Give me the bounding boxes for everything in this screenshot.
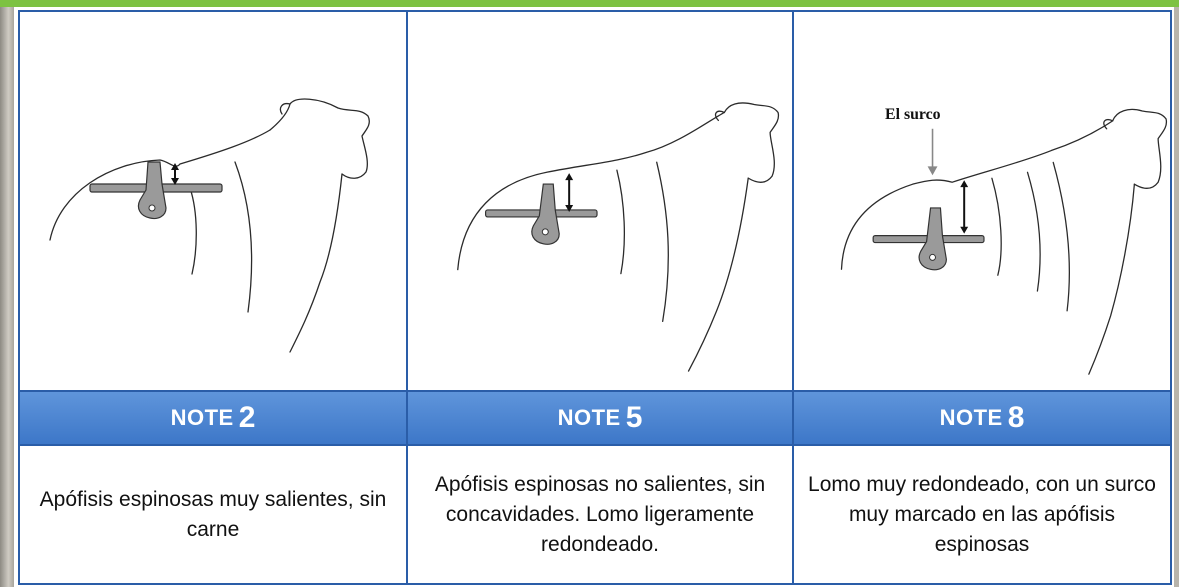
cow-drawing-note-5: [457, 102, 780, 372]
note-header: NOTE 2: [20, 392, 406, 446]
cow-drawing-note-2: [49, 98, 370, 353]
cow-illustration-thin: [20, 12, 406, 392]
score-grid: NOTE 2 Apófisis espinosas muy salientes,…: [18, 10, 1172, 585]
note-label: NOTE: [557, 405, 621, 430]
description-text: Apófisis espinosas muy salientes, sin ca…: [39, 487, 387, 541]
note-header: NOTE 5: [408, 392, 792, 446]
note-label: NOTE: [170, 405, 234, 430]
note-score: 8: [1007, 401, 1025, 434]
body-condition-chart: NOTE 2 Apófisis espinosas muy salientes,…: [14, 7, 1174, 587]
note-header: NOTE 8: [794, 392, 1170, 446]
description-text: Lomo muy redondeado, con un surco muy ma…: [808, 472, 1156, 556]
cow-drawing-note-8: El surco: [840, 106, 1168, 375]
note-score: 2: [238, 401, 256, 434]
note-description: Apófisis espinosas no salientes, sin con…: [408, 446, 792, 583]
note-description: Lomo muy redondeado, con un surco muy ma…: [794, 446, 1170, 583]
cow-illustration-fat: El surco: [794, 12, 1170, 392]
description-text: Apófisis espinosas no salientes, sin con…: [434, 472, 766, 556]
panel-note-8: El surco: [792, 12, 1170, 583]
background-edge: [0, 7, 14, 587]
top-accent-band: [0, 0, 1179, 7]
note-score: 5: [625, 401, 643, 434]
cow-illustration-average: [408, 12, 792, 392]
groove-annotation: El surco: [885, 106, 941, 123]
groove-pointer-arrow-icon: [927, 166, 938, 176]
note-description: Apófisis espinosas muy salientes, sin ca…: [20, 446, 406, 583]
panel-note-2: NOTE 2 Apófisis espinosas muy salientes,…: [20, 12, 406, 583]
note-label: NOTE: [939, 405, 1003, 430]
panel-note-5: NOTE 5 Apófisis espinosas no salientes, …: [406, 12, 792, 583]
